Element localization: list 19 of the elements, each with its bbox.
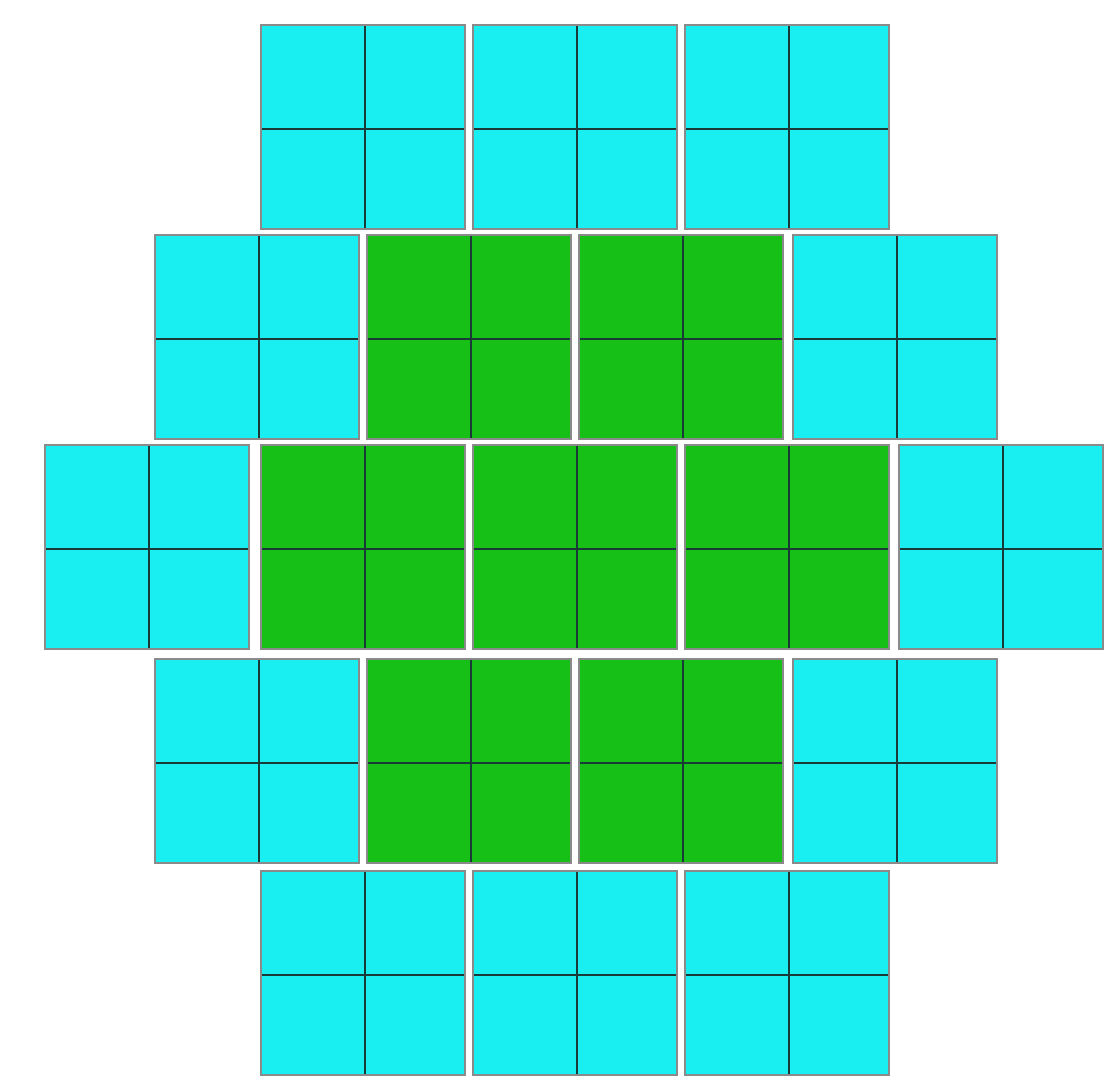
grid-block <box>578 658 784 864</box>
grid-block <box>684 444 890 650</box>
grid-block <box>366 658 572 864</box>
grid-block <box>472 24 678 230</box>
grid-block <box>472 444 678 650</box>
grid-block <box>792 658 998 864</box>
grid-block <box>260 444 466 650</box>
grid-block <box>260 24 466 230</box>
grid-block <box>898 444 1104 650</box>
grid-block <box>154 234 360 440</box>
grid-block <box>472 870 678 1076</box>
grid-block <box>578 234 784 440</box>
grid-block <box>154 658 360 864</box>
grid-block <box>44 444 250 650</box>
grid-block <box>792 234 998 440</box>
grid-block <box>684 24 890 230</box>
grid-block <box>366 234 572 440</box>
grid-block <box>684 870 890 1076</box>
grid-block <box>260 870 466 1076</box>
